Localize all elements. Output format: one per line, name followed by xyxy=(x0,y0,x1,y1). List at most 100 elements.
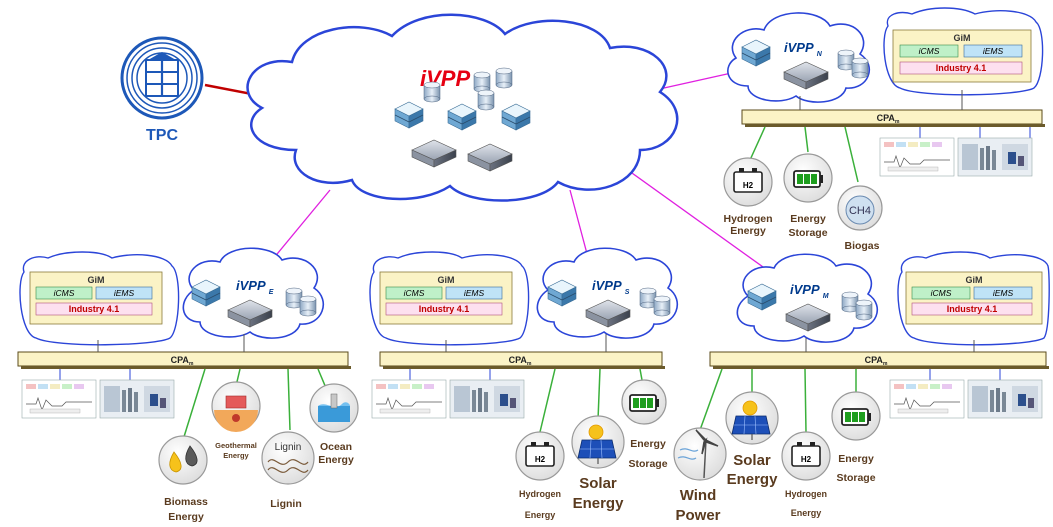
node-n-plant-image xyxy=(957,137,1033,177)
gim-e: GiM iCMS iEMS Industry 4.1 xyxy=(19,251,180,346)
storage-n-l1: Energy xyxy=(790,213,826,225)
biogas-label: Biogas xyxy=(844,240,879,252)
svg-text:CPAm: CPAm xyxy=(877,113,900,125)
cpa-m-label: CPA xyxy=(865,355,884,365)
gim-m: GiM iCMS iEMS Industry 4.1 xyxy=(897,251,1050,346)
biogas-ch4-icon: CH4 xyxy=(849,205,871,217)
svg-text:CPAm: CPAm xyxy=(865,355,888,367)
core-db-2-icon xyxy=(473,71,491,93)
lignin-label: Lignin xyxy=(270,498,302,510)
link-core-to-m xyxy=(624,167,771,273)
svg-text:CPAm: CPAm xyxy=(509,355,532,367)
wind-l1: Wind xyxy=(680,487,717,504)
gim-m-title: GiM xyxy=(966,275,983,285)
node-n-name: iVPP xyxy=(784,40,814,55)
node-s-resources: H2 Hydrogen Energy Solar Energy Energy S… xyxy=(515,379,668,520)
node-m-db2-icon xyxy=(855,299,873,321)
node-e-db2-icon xyxy=(299,295,317,317)
node-m: iVPP M xyxy=(736,253,879,343)
storage-s-icon xyxy=(629,394,660,412)
node-n-resources: H2 Hydrogen Energy Energy Storage CH4 Bi… xyxy=(723,153,883,252)
cpa-m-sub: m xyxy=(883,361,888,367)
node-n: iVPP N xyxy=(727,12,871,103)
gim-s: GiM iCMS iEMS Industry 4.1 xyxy=(369,251,530,346)
node-n-db-icon xyxy=(837,49,855,71)
node-n-schematic-image xyxy=(879,137,955,177)
node-e-plant-image xyxy=(99,379,175,419)
core-db-3-icon xyxy=(495,67,513,89)
storage-s-l2: Storage xyxy=(628,458,667,470)
storage-m-icon xyxy=(841,408,872,426)
node-e-sub: E xyxy=(269,289,274,296)
svg-text:iVPP M: iVPP M xyxy=(790,282,829,300)
gim-n-title: GiM xyxy=(954,33,971,43)
gim-e-iems: iEMS xyxy=(114,288,135,298)
node-s-plant-image xyxy=(449,379,525,419)
gim-s-industry: Industry 4.1 xyxy=(419,304,470,314)
node-m-db-icon xyxy=(841,291,859,313)
svg-text:iVPP N: iVPP N xyxy=(784,40,823,58)
gim-e-title: GiM xyxy=(88,275,105,285)
ocean-l1: Ocean xyxy=(320,441,352,453)
storage-s-l1: Energy xyxy=(630,438,666,450)
gim-e-icms: iCMS xyxy=(54,288,75,298)
node-s-schematic-image xyxy=(371,379,447,419)
cpa-e-label: CPA xyxy=(171,355,190,365)
hydrogen-s-l2: Energy xyxy=(525,510,556,520)
node-m-plant-image xyxy=(967,379,1043,419)
storage-m-l1: Energy xyxy=(838,453,874,465)
gim-n: GiM iCMS iEMS Industry 4.1 xyxy=(883,7,1044,96)
core-cloud: iVPP C xyxy=(246,13,679,202)
cpa-bus-s: CPAm xyxy=(371,334,665,433)
hydrogen-m-l1: Hydrogen xyxy=(785,489,827,499)
solar-m-l1: Solar xyxy=(733,452,771,469)
node-e-db-icon xyxy=(285,287,303,309)
node-s: iVPP S xyxy=(536,247,679,339)
hydrogen-m-l2: Energy xyxy=(791,508,822,518)
cpa-e-sub: m xyxy=(189,361,194,367)
node-s-sub: S xyxy=(625,289,630,296)
gim-m-iems: iEMS xyxy=(993,288,1014,298)
svg-text:iVPP S: iVPP S xyxy=(592,278,630,296)
solar-s-l1: Solar xyxy=(579,475,617,492)
hydrogen-n-h2: H2 xyxy=(743,181,754,190)
storage-n-icon xyxy=(793,170,824,188)
node-e-schematic-image xyxy=(21,379,97,419)
tpc-label: TPC xyxy=(146,127,178,144)
cpa-bus-e: CPAm xyxy=(17,334,351,441)
tpc-logo xyxy=(120,36,204,120)
hydrogen-s-l1: Hydrogen xyxy=(519,489,561,499)
node-e-name: iVPP xyxy=(236,278,266,293)
gim-m-industry: Industry 4.1 xyxy=(947,304,998,314)
solar-s-l2: Energy xyxy=(573,495,625,512)
biomass-l1: Biomass xyxy=(164,496,208,508)
node-m-name: iVPP xyxy=(790,282,820,297)
hydrogen-n-l2: Energy xyxy=(730,225,766,237)
ocean-l2: Energy xyxy=(318,454,354,466)
node-e-resources: Biomass Energy Geothermal Energy Lignin … xyxy=(158,381,359,523)
lignin-icon-text: Lignin xyxy=(275,442,302,453)
storage-n-l2: Storage xyxy=(788,227,827,239)
storage-m-l2: Storage xyxy=(836,472,875,484)
wind-l2: Power xyxy=(675,507,720,524)
gim-s-title: GiM xyxy=(438,275,455,285)
hydrogen-n-l1: Hydrogen xyxy=(723,213,772,225)
solar-m-l2: Energy xyxy=(727,471,779,488)
gim-n-industry: Industry 4.1 xyxy=(936,63,987,73)
link-core-to-e xyxy=(267,189,331,266)
node-s-name: iVPP xyxy=(592,278,622,293)
core-db-1-icon xyxy=(423,81,441,103)
cpa-s-sub: m xyxy=(527,361,532,367)
node-e: iVPP E xyxy=(182,247,325,339)
node-s-db-icon xyxy=(639,287,657,309)
node-m-schematic-image xyxy=(889,379,965,419)
gim-n-iems: iEMS xyxy=(983,46,1004,56)
node-s-db2-icon xyxy=(653,295,671,317)
geothermal-l2: Energy xyxy=(223,451,249,460)
hydrogen-m-h2: H2 xyxy=(801,455,812,464)
gim-s-iems: iEMS xyxy=(464,288,485,298)
cpa-s-label: CPA xyxy=(509,355,528,365)
core-db-4-icon xyxy=(477,89,495,111)
hydrogen-s-h2: H2 xyxy=(535,455,546,464)
